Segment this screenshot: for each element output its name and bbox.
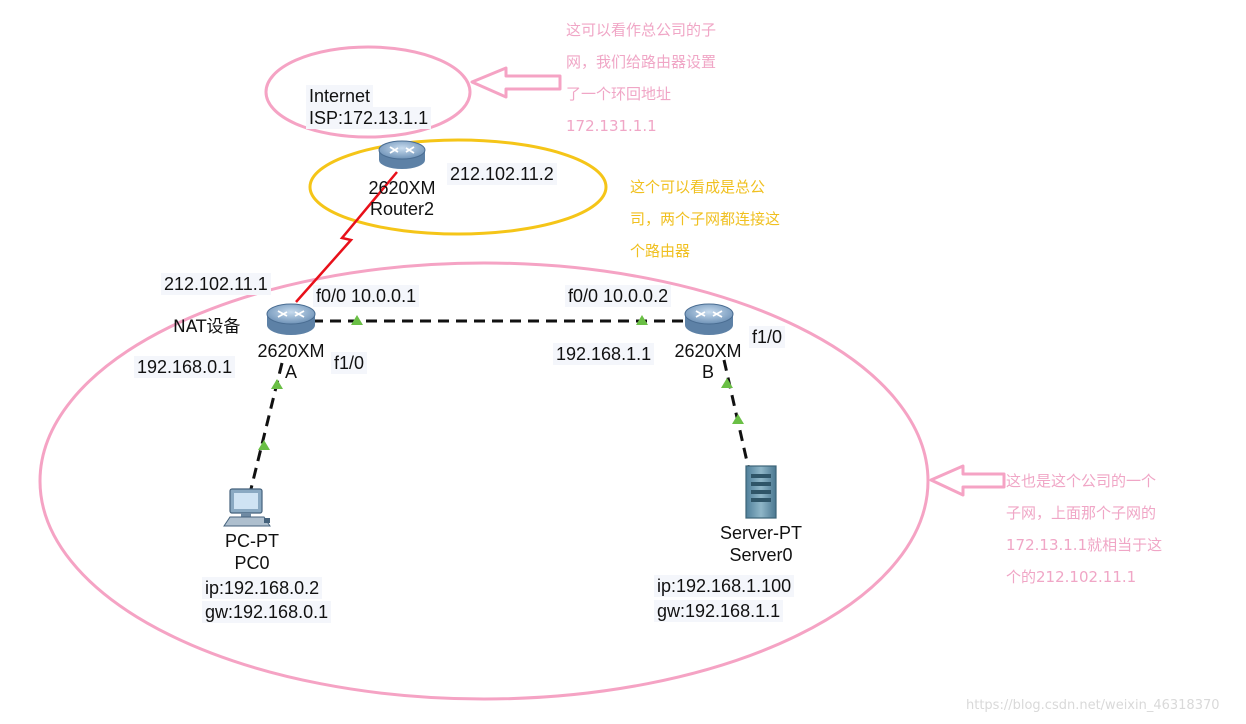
annotation-line: 网，我们给路由器设置 <box>566 53 717 71</box>
annotation-line: 子网，上面那个子网的 <box>1006 504 1157 522</box>
annotation-line: 了一个环回地址 <box>566 85 672 103</box>
server0-gateway-label: gw:192.168.1.1 <box>654 600 784 622</box>
pc0-name-label: PC0 <box>234 553 270 573</box>
router2-ip-label: 212.102.11.2 <box>447 163 557 185</box>
router-b-lan-ip-label: 192.168.1.1 <box>553 343 655 365</box>
annotation-line: 个路由器 <box>630 242 691 260</box>
router-a-name-label: A <box>284 362 297 382</box>
link-up-indicator <box>258 440 270 450</box>
nat-device-label: NAT设备 <box>173 317 241 337</box>
annotation-line: 这可以看作总公司的子 <box>566 21 717 39</box>
hq-router-ellipse <box>308 138 608 236</box>
annotation-line: 这也是这个公司的一个 <box>1006 472 1157 490</box>
link-up-indicator <box>721 378 733 388</box>
link-up-indicator <box>351 315 363 325</box>
router-icon[interactable] <box>266 303 316 335</box>
internet-ellipse <box>264 45 472 139</box>
middle-annotation: 这个可以看成是总公 司，两个子网都连接这 个路由器 <box>630 171 780 267</box>
router-a-lan-ip-label: 192.168.0.1 <box>134 356 236 378</box>
router2-name-label: Router2 <box>369 199 435 219</box>
link-up-indicator <box>271 379 283 389</box>
server0-ip-label: ip:192.168.1.100 <box>654 575 795 597</box>
top-arrow-shape <box>470 66 562 99</box>
pc0-type-label: PC-PT <box>225 531 279 551</box>
serial-link-router2-a <box>295 171 398 303</box>
link-b-server0 <box>722 359 750 467</box>
router-icon[interactable] <box>378 140 426 169</box>
router-a-port-f0-label: f0/0 10.0.0.1 <box>313 285 420 307</box>
router-a-model-label: 2620XM <box>257 341 325 361</box>
internet-label: Internet <box>306 85 374 107</box>
right-annotation: 这也是这个公司的一个 子网，上面那个子网的 172.13.1.1就相当于这 个的… <box>1006 465 1162 593</box>
server-icon[interactable] <box>745 465 777 519</box>
annotation-line: 这个可以看成是总公 <box>630 178 766 196</box>
router-b-port-f0-label: f0/0 10.0.0.2 <box>565 285 672 307</box>
top-annotation: 这可以看作总公司的子 网，我们给路由器设置 了一个环回地址 172.131.1.… <box>566 14 716 142</box>
router2-model-label: 2620XM <box>368 178 436 198</box>
router-a-port-f1-label: f1/0 <box>331 352 368 374</box>
pc-icon[interactable] <box>223 488 271 527</box>
isp-address-label: ISP:172.13.1.1 <box>306 107 432 129</box>
pc0-ip-label: ip:192.168.0.2 <box>202 577 323 599</box>
watermark: https://blog.csdn.net/weixin_46318370 <box>966 698 1220 713</box>
router-a-wan-ip-label: 212.102.11.1 <box>161 273 271 295</box>
link-status-indicators <box>258 315 744 450</box>
pc0-gateway-label: gw:192.168.0.1 <box>202 601 332 623</box>
annotation-line: 172.131.1.1 <box>566 117 657 135</box>
server0-type-label: Server-PT <box>719 523 802 543</box>
server0-name-label: Server0 <box>729 545 793 565</box>
annotation-line: 个的212.102.11.1 <box>1006 568 1137 586</box>
company-subnet-ellipse <box>38 261 930 701</box>
router-icon[interactable] <box>684 303 734 335</box>
link-up-indicator <box>636 315 648 325</box>
link-up-indicator <box>732 414 744 424</box>
annotation-line: 172.13.1.1就相当于这 <box>1006 536 1163 554</box>
router-b-name-label: B <box>701 362 714 382</box>
annotation-line: 司，两个子网都连接这 <box>630 210 781 228</box>
router-b-model-label: 2620XM <box>674 341 742 361</box>
router-b-port-f1-label: f1/0 <box>749 326 786 348</box>
right-arrow-shape <box>929 464 1006 497</box>
